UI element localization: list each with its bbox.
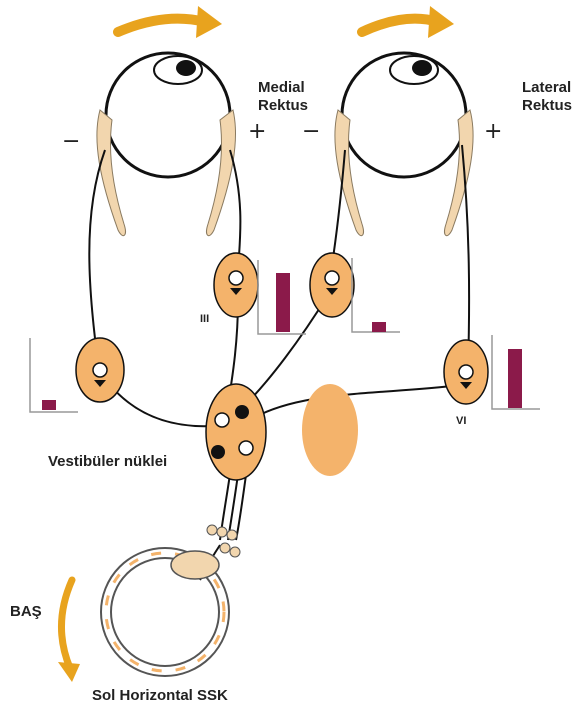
vestibular-nuclei [206,384,266,480]
left-eye [106,53,230,177]
nerve-fibers [89,145,469,580]
medial-label-2: Rektus [258,97,308,114]
left-rotation-arrow-icon [118,6,222,38]
nucleus-vi [444,340,488,404]
medial-label-1: Medial [258,79,305,96]
activity-bar [42,400,56,410]
lateral-label-2: Rektus [522,97,572,114]
nucleus-iii-label: III [200,313,209,325]
head-rotation-arrow-icon [58,580,80,682]
left-eye-plus: + [248,119,266,144]
activity-bar [508,349,522,408]
right-eye-plus: + [484,119,502,144]
nucleus-left-antagonist [76,338,124,402]
contralateral-vestibular-nucleus [302,384,358,476]
activity-bar [276,273,290,332]
right-rotation-arrow-icon [362,6,454,38]
right-eye [342,53,466,177]
left-eye-minus: − [62,129,80,154]
head-label: BAŞ [10,603,42,620]
lateral-label-1: Lateral [522,79,571,96]
nucleus-vi-label: VI [456,415,466,427]
vestibular-label: Vestibüler nüklei [48,453,167,470]
right-eye-minus: − [302,119,320,144]
nucleus-iii-contralateral [310,253,354,317]
canal-label: Sol Horizontal SSK [92,687,228,704]
activity-bar [372,322,386,332]
nucleus-iii [214,253,258,317]
